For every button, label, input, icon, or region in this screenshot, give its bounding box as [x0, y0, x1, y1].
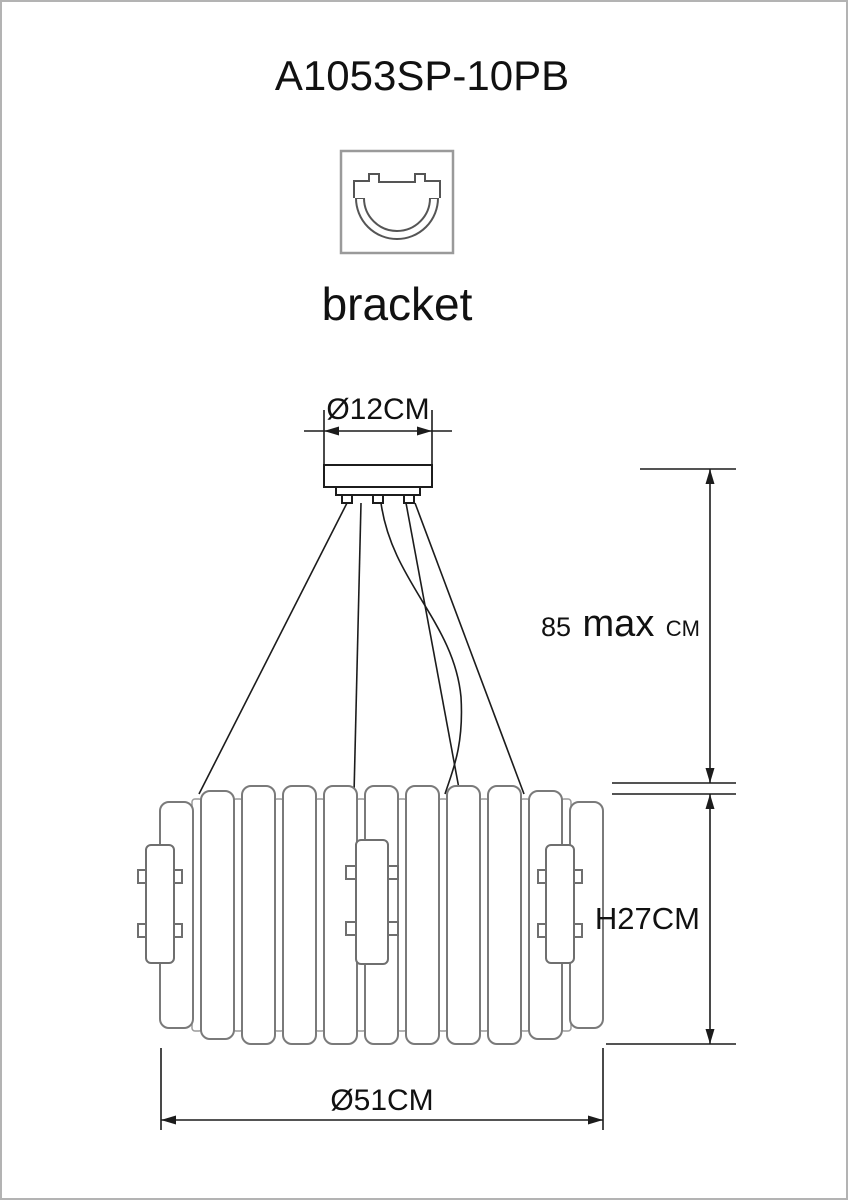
- ceiling-canopy: [323, 464, 433, 504]
- drum-hub-center: [345, 839, 399, 965]
- canopy-diameter-dimension: Ø12CM: [304, 393, 452, 464]
- drum-hub-left: [137, 844, 183, 964]
- drum-height-dimension: H27CM: [595, 794, 715, 1044]
- page-title: A1053SP-10PB: [275, 52, 569, 99]
- drum-height-label: H27CM: [595, 901, 700, 936]
- drum-hub-right: [537, 844, 583, 964]
- canopy-diameter-label: Ø12CM: [326, 393, 429, 426]
- drum-diameter-dimension: Ø51CM: [160, 1048, 604, 1130]
- drum-diameter-label: Ø51CM: [330, 1084, 433, 1117]
- suspension-height-label: 85 max CM: [541, 603, 700, 645]
- suspension-wires: [198, 502, 525, 795]
- power-cord: [380, 502, 463, 795]
- drum-shade: [137, 785, 604, 1045]
- bracket-icon: [339, 149, 455, 255]
- suspension-height-dimension: 85 max CM: [541, 468, 736, 1045]
- bracket-label: bracket: [322, 278, 473, 330]
